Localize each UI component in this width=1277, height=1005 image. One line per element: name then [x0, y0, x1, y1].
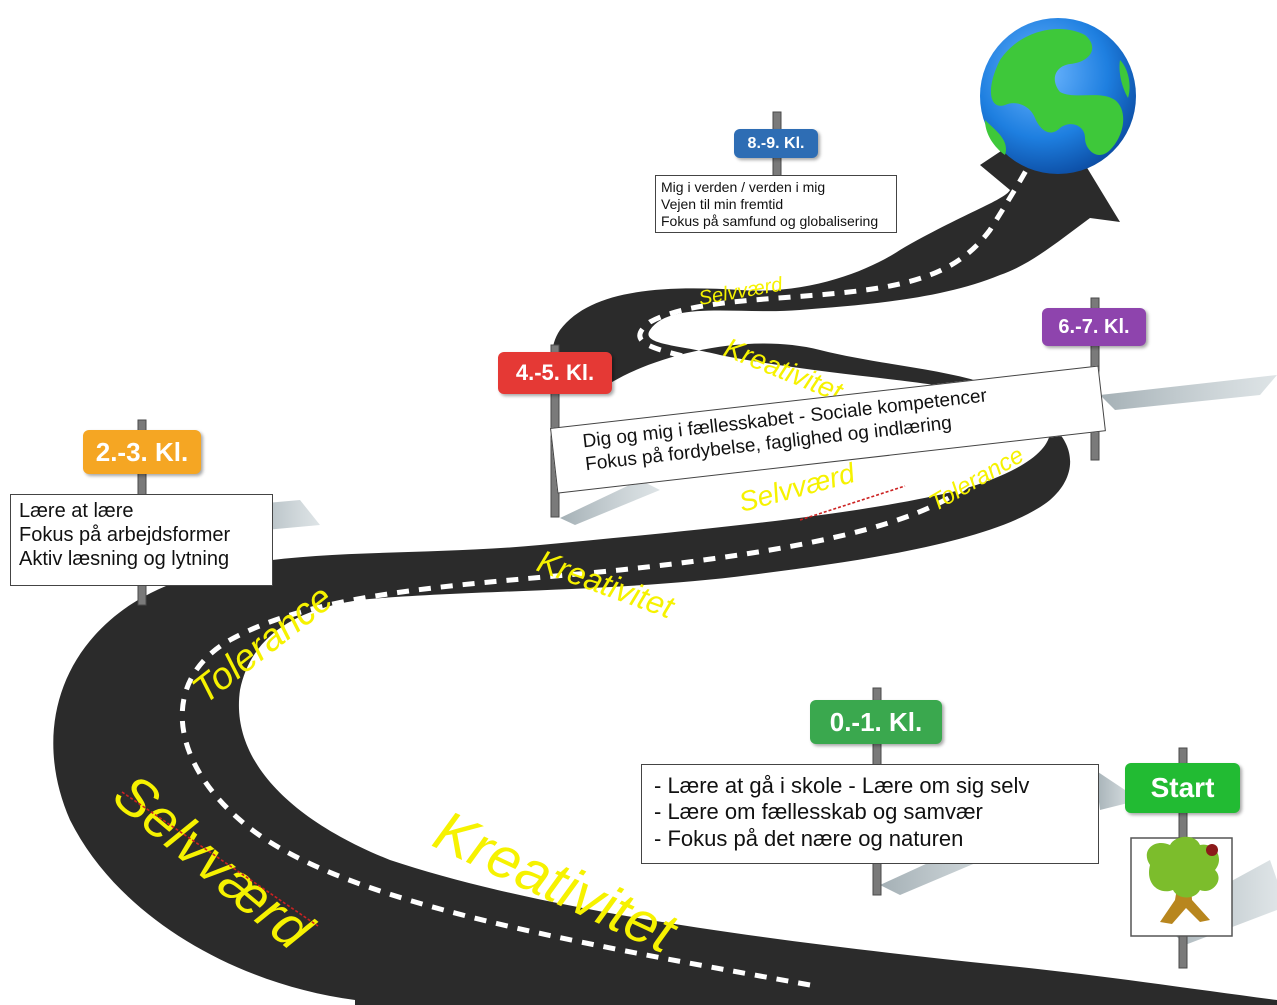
textbox-grade-8-9: Mig i verden / verden i mig Vejen til mi… — [655, 175, 897, 233]
textbox-line: - Lære om fællesskab og samvær — [654, 799, 983, 825]
textbox-line: Lære at lære — [19, 500, 134, 522]
textbox-line: Aktiv læsning og lytning — [19, 548, 230, 570]
underline-mark — [799, 485, 906, 521]
textbox-grade-2-3: Lære at lære Fokus på arbejdsformer Akti… — [10, 494, 273, 586]
textbox-line: Fokus på arbejdsformer — [19, 524, 231, 546]
sign-grade-6-7: 6.-7. Kl. — [1042, 308, 1146, 346]
sign-grade-8-9: 8.-9. Kl. — [734, 129, 818, 158]
underline-mark — [121, 791, 319, 927]
sign-grade-0-1: 0.-1. Kl. — [810, 700, 942, 744]
sign-grade-2-3: 2.-3. Kl. — [83, 430, 201, 474]
globe-icon — [980, 18, 1136, 174]
road — [53, 115, 1277, 1005]
textbox-grade-0-1: - Lære at gå i skole - Lære om sig selv … — [641, 764, 1099, 864]
textbox-line: - Lære at gå i skole - Lære om sig selv — [654, 773, 1030, 798]
textbox-line: Vejen til min fremtid — [661, 195, 784, 212]
textbox-line: Fokus på samfund og globalisering — [661, 212, 879, 229]
textbox-line: Mig i verden / verden i mig — [661, 179, 826, 195]
tree-icon — [1130, 836, 1233, 937]
textbox-line: - Fokus på det nære og naturen — [654, 825, 964, 851]
sign-start: Start — [1125, 763, 1240, 813]
sign-grade-4-5: 4.-5. Kl. — [498, 352, 612, 394]
